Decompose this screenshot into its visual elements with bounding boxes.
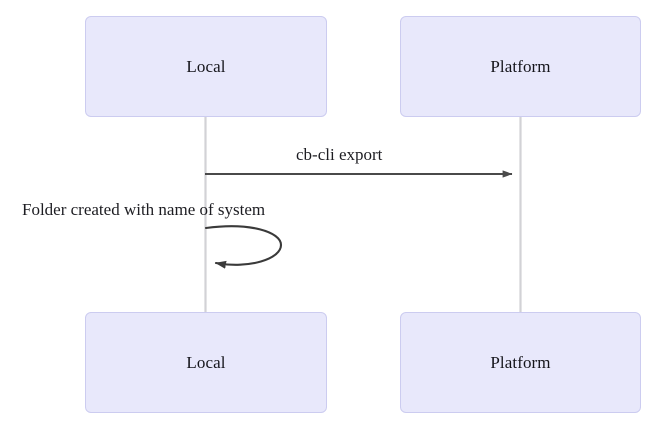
participant-label-local-top: Local [186,57,226,76]
message-label-cb-cli-export: cb-cli export [296,145,383,164]
participant-label-local-bottom: Local [186,353,226,372]
participant-box-local-bottom[interactable]: Local [85,312,327,413]
self-message-loop-folder-created [204,225,283,269]
participant-box-local-top[interactable]: Local [85,16,327,117]
participant-box-platform-bottom[interactable]: Platform [400,312,641,413]
participant-label-platform-top: Platform [490,57,551,76]
participant-label-platform-bottom: Platform [490,353,551,372]
message-label-folder-created: Folder created with name of system [22,200,266,219]
participant-box-platform-top[interactable]: Platform [400,16,641,117]
